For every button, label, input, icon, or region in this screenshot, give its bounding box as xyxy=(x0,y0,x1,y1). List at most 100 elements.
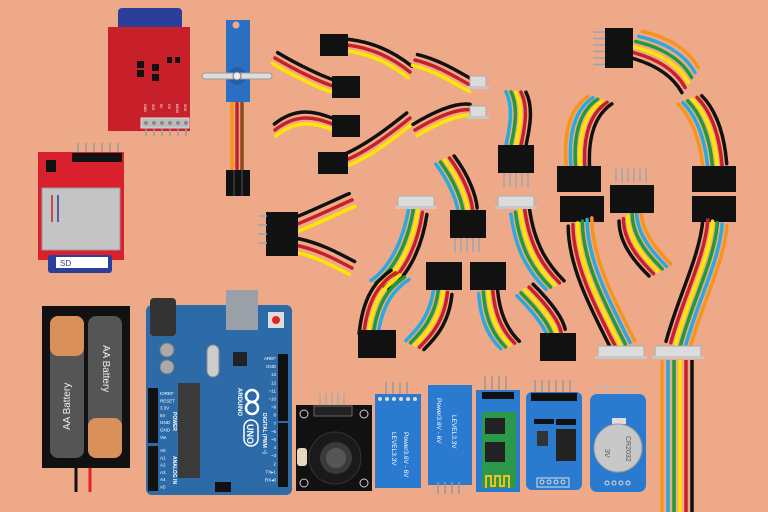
wire-yellow xyxy=(690,97,720,169)
servo-connector xyxy=(226,170,250,196)
header-pins xyxy=(454,238,480,252)
arduino-digital-pin-label: 2 xyxy=(273,461,276,466)
sd-pin-label: MOSI xyxy=(175,104,179,113)
wire-blue xyxy=(369,203,411,283)
wire-red xyxy=(413,58,474,88)
arduino-analog-pin-label: A0 xyxy=(160,448,166,453)
battery-1-label: AA Battery xyxy=(62,383,73,430)
ribbon-5-a-jst xyxy=(395,195,437,209)
level-shifter-2-line2: LEVEL3.3V xyxy=(450,415,457,449)
wire-yellow xyxy=(518,208,557,287)
wire-yellow xyxy=(366,273,402,340)
sd-pin-label: CS xyxy=(167,104,171,110)
wire-red xyxy=(413,107,474,132)
usb-port xyxy=(226,290,258,330)
wire-orange xyxy=(640,29,700,70)
servo-motor xyxy=(201,20,273,196)
arduino-digital-pin-label: 13 xyxy=(271,372,277,377)
analog-header xyxy=(148,446,158,491)
arduino-digital-pin-label: ~5 xyxy=(271,437,277,442)
dc-jack xyxy=(150,298,176,336)
arduino-digital-pin-label: AREF xyxy=(264,356,276,361)
wire-green xyxy=(408,285,441,345)
ribbon-5-h xyxy=(503,90,533,152)
sd-module-small: SD xyxy=(38,143,124,273)
wire-blue xyxy=(503,90,513,152)
wire-red xyxy=(621,216,656,276)
sd-pin-label: SCK xyxy=(183,104,187,112)
sd-board xyxy=(108,27,190,131)
sd-pin-header xyxy=(140,117,190,129)
wire-yellow xyxy=(673,219,715,347)
wire-blue xyxy=(683,222,724,349)
wire-black xyxy=(452,154,479,210)
ribbon-5-f-jst xyxy=(495,195,537,209)
rtc-chip xyxy=(556,429,576,461)
header-pins xyxy=(615,168,647,182)
wire-yellow xyxy=(347,121,416,167)
ribbon-6-right-upper xyxy=(676,93,729,175)
digital-header-1 xyxy=(278,354,288,421)
coin-cell-battery xyxy=(593,423,643,473)
arduino-analog-pin-label: A4 xyxy=(160,477,166,482)
arduino-power-pin-label: IOREF xyxy=(160,391,174,396)
ribbon-6-right-lower-connector xyxy=(692,196,736,222)
arduino-uno: IOREFRESET3.3V5VGNDGNDVinA0A1A2A3A4A5ARE… xyxy=(146,290,292,495)
wire-red xyxy=(522,206,562,285)
arduino-analog-pin-label: A3 xyxy=(160,470,166,475)
wire-red xyxy=(447,156,475,212)
ribbon-6-right-upper-connector xyxy=(692,166,736,192)
wire-blue xyxy=(637,34,697,75)
servo-cable-5-connector xyxy=(318,152,348,174)
wire-blue xyxy=(681,100,710,173)
sd-pin-label: 3V3 xyxy=(151,104,155,110)
wire-black xyxy=(527,204,566,283)
ribbon-6-top-connector xyxy=(605,28,633,68)
servo-cable-1-connector xyxy=(320,34,348,56)
arduino-power-pin-label: GND xyxy=(160,420,171,425)
servo-cable-4 xyxy=(272,110,336,138)
ribbon-6-left-lower-connector xyxy=(560,196,604,222)
ribbon-6-left-upper xyxy=(563,94,614,174)
wire-red xyxy=(417,290,450,350)
servo-cable-8 xyxy=(290,236,357,277)
arduino-power-pin-label: RESET xyxy=(160,398,175,403)
wire-black xyxy=(275,50,338,83)
ribbon-6-straight xyxy=(660,360,694,512)
wire-orange xyxy=(688,223,729,351)
wire-green xyxy=(678,220,720,348)
ribbon-5-b-connector xyxy=(358,330,396,358)
ribbon-5-g xyxy=(515,282,567,343)
arduino-digital-pin-label: 4 xyxy=(273,445,276,450)
wire-red xyxy=(273,56,335,88)
wire-black xyxy=(411,102,472,127)
arduino-digital-pin-label: ~9 xyxy=(271,405,277,410)
ribbon-5-d-connector xyxy=(426,262,462,290)
wire-black xyxy=(340,111,409,157)
level-shifter-2: Power3.6V - 6V LEVEL3.3V xyxy=(428,385,472,494)
wire-blue xyxy=(634,209,669,269)
header-pins xyxy=(593,31,605,66)
wire-red xyxy=(361,270,398,338)
wire-black xyxy=(290,191,351,221)
servo-cable-6-jst xyxy=(467,105,489,119)
wire-red xyxy=(571,222,618,350)
wire-black xyxy=(587,102,614,174)
wire-red xyxy=(669,218,710,345)
sd-pin-label: 5V xyxy=(159,104,163,109)
servo-cable-2 xyxy=(270,50,338,94)
wire-black xyxy=(272,110,335,126)
servo-cable-7-8-connector xyxy=(266,212,298,256)
wire-yellow xyxy=(270,61,333,94)
level-shifter-2-line1: Power3.6V - 6V xyxy=(435,398,442,444)
coin-cell-label: CR2032 xyxy=(624,436,631,462)
arduino-digital-pin-label: 12 xyxy=(271,380,277,385)
wire-black xyxy=(415,52,477,83)
wire-black xyxy=(357,268,393,336)
servo-cable-3-jst xyxy=(467,75,489,89)
servo-cable-6 xyxy=(411,102,476,138)
wire-red xyxy=(695,95,724,168)
level-shifter-1-line2: Power3.6V - 6V xyxy=(402,432,409,478)
